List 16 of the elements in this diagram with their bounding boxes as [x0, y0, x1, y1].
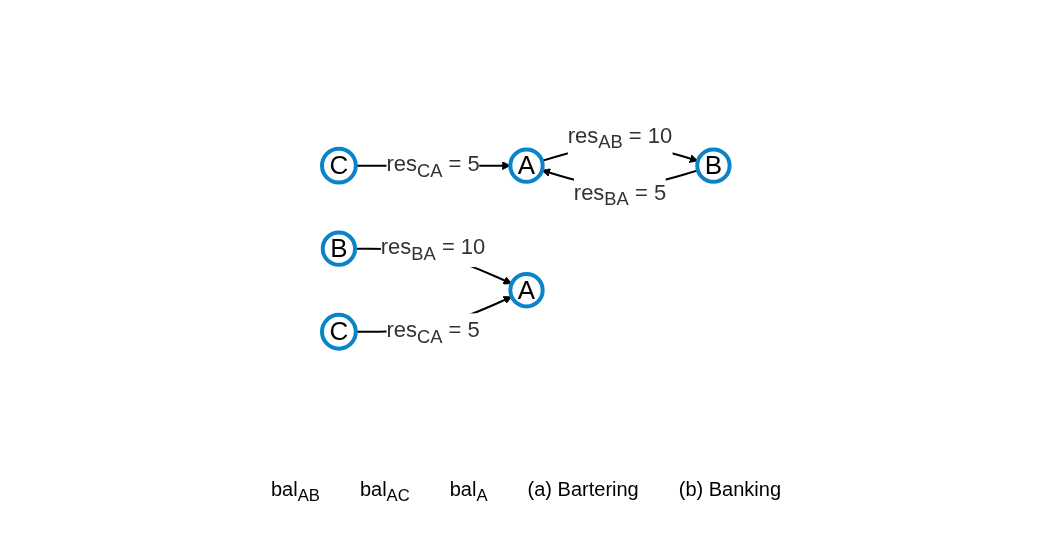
- node-circle: B: [695, 147, 732, 184]
- node-circle: C: [320, 312, 358, 351]
- label-text: bal$_{AC}$: [359, 478, 410, 506]
- edge-label: res$_{CA}$ = 5: [386, 151, 480, 181]
- node-circle: A: [508, 272, 545, 309]
- edge-label: res$_{AB}$ = 10: [567, 122, 673, 153]
- label-text: bal$_{AB}$: [270, 478, 320, 506]
- edge-label: res$_{BA}$ = 10: [380, 234, 486, 264]
- node-circle: C: [320, 146, 358, 185]
- label-text: bal$_{A}$: [449, 478, 488, 506]
- label-text: (a) Bartering: [527, 478, 639, 502]
- node-circle: A: [508, 147, 545, 184]
- node-circle: B: [320, 230, 358, 267]
- edge-label: res$_{BA}$ = 5: [574, 179, 667, 210]
- label-text: (b) Banking: [678, 478, 781, 502]
- edge-label: res$_{CA}$ = 5: [386, 317, 480, 347]
